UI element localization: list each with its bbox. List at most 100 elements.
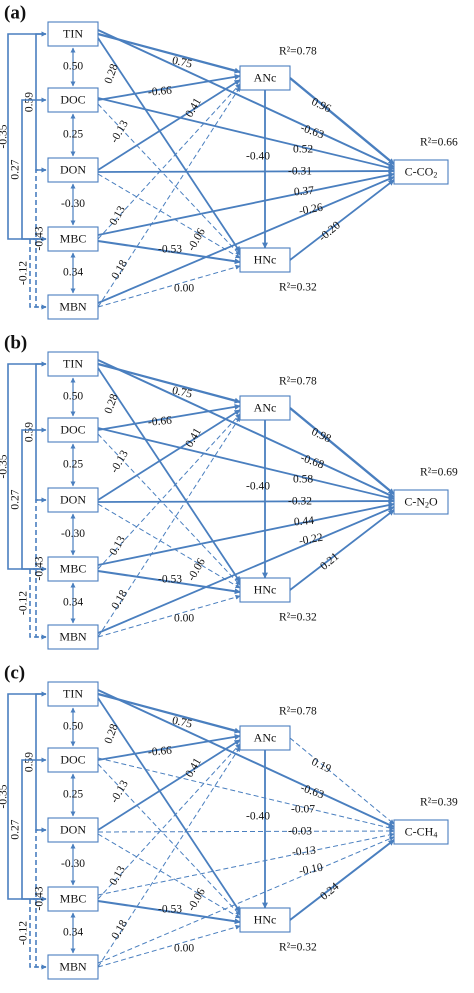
coef-don_anc: 0.41 [183,756,204,780]
node-doc-label: DOC [60,752,85,766]
coef-mbn_anc: 0.18 [109,588,130,612]
coef-mbn_t: -0.26 [298,202,324,218]
path-don-target [97,828,395,834]
coef-tin_doc: 0.50 [63,61,83,73]
node-don-label: DON [60,822,86,836]
node-don-box [47,487,99,513]
coef-tin_hnc: 0.28 [103,62,121,85]
node-target: C-N2O [393,489,449,515]
coef-mbc_mbn_left: -0.12 [18,921,30,945]
corr-don-mbn [35,827,47,970]
coef-doc_mbc: 0.27 [10,159,22,179]
node-target-label: C-CH4 [405,824,438,839]
path-mbn-target [97,506,395,634]
path-doc-anc [97,403,241,431]
coef-doc_anc: -0.66 [148,85,173,99]
path-tin-hnc [97,367,241,583]
coef-tin_doc: 0.50 [63,721,83,733]
path-tin-target [97,689,395,828]
path-don-target [97,168,395,175]
coef-anc_t: 0.96 [309,96,333,115]
node-mbn-label: MBN [59,629,87,643]
node-mbc-label: MBC [60,891,87,905]
coef-mbn_anc: 0.18 [109,258,130,282]
node-mbn-label: MBN [59,959,87,973]
node-don: DON [47,487,99,513]
coef-doc_hnc: -0.13 [109,778,131,805]
node-hnc: HNc [239,907,291,933]
node-tin-label: TIN [63,26,83,40]
panel-b-label: (b) [4,332,27,353]
node-doc-box [47,747,99,773]
coef-doc_mbc: 0.27 [10,819,22,839]
coef-mbn_t: -0.10 [298,862,324,878]
coef-tin_mbc: -0.35 [0,784,10,808]
node-mbn-label: MBN [59,299,87,313]
path-mbc-hnc [97,240,241,265]
path-hnc-target [289,839,395,921]
node-hnc-label: HNc [254,582,277,596]
node-don: DON [47,817,99,843]
coef-don_mbc: -0.30 [61,858,85,870]
coef-mbc_hnc: -0.53 [158,574,182,586]
path-mbc-hnc [97,570,241,595]
path-doc-target [97,97,395,171]
coef-mbc_hnc: -0.53 [158,904,182,916]
corr-don-mbn [35,167,47,310]
path-doc-hnc [97,103,241,256]
node-anc-label: ANc [254,400,277,414]
node-tin-label: TIN [63,686,83,700]
coef-tin_mbc: -0.35 [0,124,10,148]
node-hnc: HNc [239,577,291,603]
path-mbc-anc [97,413,241,570]
node-hnc-box [239,907,291,933]
node-don: DON [47,157,99,183]
path-tin-hnc [97,37,241,253]
node-don-box [47,817,99,843]
coef-don_t: -0.32 [288,496,312,508]
coef-mbc_anc: 0.13 [107,204,128,228]
path-don-anc [97,79,241,171]
coef-tin_t: -0.68 [299,452,326,472]
coef-doc_don: 0.25 [63,459,83,471]
node-mbc-box [47,226,99,252]
coef-mbc_mbn_left: -0.12 [18,591,30,615]
path-mbc-anc [97,83,241,240]
coef-don_hnc: -0.06 [186,886,208,913]
node-don-box [47,157,99,183]
node-hnc-label: HNc [254,252,277,266]
path-mbc-target [97,832,395,896]
coef-tin_mbc: -0.35 [0,454,10,478]
node-anc: ANc [239,725,291,751]
coef-mbn_t: -0.22 [298,532,324,548]
node-target-box [393,489,449,515]
coef-don_t: -0.31 [288,166,312,178]
node-mbn-box [47,954,99,980]
node-mbc-label: MBC [60,231,87,245]
r2-anc: R²=0.78 [279,46,317,58]
coef-mbc_anc: 0.13 [107,864,128,888]
path-don-hnc [97,833,241,919]
r2-target: R²=0.39 [420,797,458,809]
path-doc-anc [97,733,241,761]
node-mbc: MBC [47,556,99,582]
coef-don_mbn: -0.43 [34,886,46,910]
coef-tin_don: 0.59 [24,92,36,112]
coef-mbc_mbn_left: -0.12 [18,261,30,285]
r2-target: R²=0.66 [420,137,458,149]
node-mbn: MBN [47,294,99,320]
path-doc-hnc [97,763,241,916]
coef-anc_t: 0.98 [309,426,333,445]
node-doc-box [47,87,99,113]
node-mbc: MBC [47,226,99,252]
node-anc-label: ANc [254,730,277,744]
node-doc-label: DOC [60,422,85,436]
corr-don-mbn [35,497,47,640]
path-mbn-anc [97,746,241,968]
node-mbn-box [47,294,99,320]
coef-tin_anc: 0.75 [171,385,193,401]
node-anc: ANc [239,65,291,91]
coef-tin_t: -0.63 [299,782,326,802]
coef-tin_anc: 0.75 [171,55,193,71]
node-anc-label: ANc [254,70,277,84]
